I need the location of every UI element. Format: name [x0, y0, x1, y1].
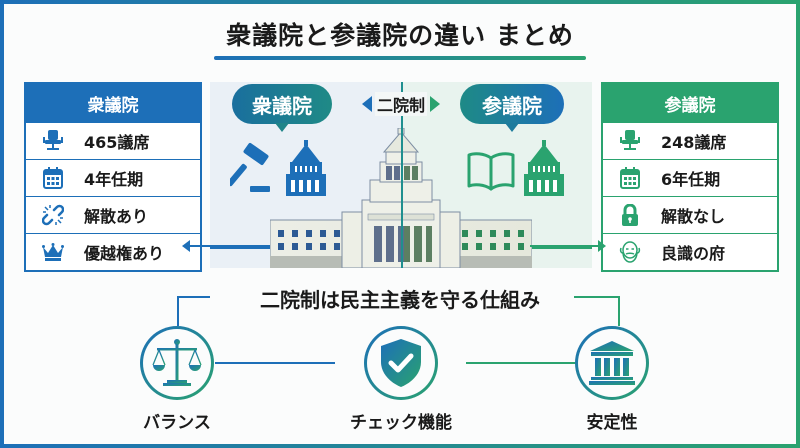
sangiin-wisdom-row: 良識の府 — [603, 233, 777, 270]
elder-face-icon — [619, 241, 641, 263]
arrow-to-sangiin-panel — [530, 240, 606, 252]
shugiin-term: 4年任期 — [84, 170, 144, 189]
shugiin-dissolution-row: 解散あり — [26, 196, 200, 233]
sangiin-panel-header: 参議院 — [603, 84, 777, 122]
check-function-label: チェック機能 — [350, 413, 452, 433]
connector-balance-check — [215, 362, 335, 364]
sangiin-wisdom: 良識の府 — [661, 244, 726, 263]
check-circle — [364, 326, 438, 400]
bicameral-subtitle: 二院制は民主主義を守る仕組み — [0, 284, 800, 313]
center-divider — [401, 82, 403, 268]
balance-label: バランス — [143, 413, 211, 433]
bracket-right — [574, 296, 620, 326]
stability-label: 安定性 — [586, 413, 638, 433]
shugiin-term-row: 4年任期 — [26, 159, 200, 196]
shugiin-panel: 衆議院 465議席 4年任期 解散あり 優越権あり — [24, 82, 202, 272]
sangiin-term: 6年任期 — [661, 170, 721, 189]
sangiin-dissolution: 解散なし — [661, 207, 726, 226]
scales-icon — [152, 339, 202, 386]
office-chair-icon — [42, 130, 64, 152]
shugiin-seats: 465議席 — [84, 133, 150, 152]
gavel-icon — [230, 142, 270, 192]
arrow-to-shugiin-panel — [182, 240, 270, 252]
sangiin-dissolution-row: 解散なし — [603, 196, 777, 233]
bracket-left — [177, 296, 210, 326]
sangiin-term-row: 6年任期 — [603, 159, 777, 196]
ground-line-right — [532, 247, 592, 249]
sangiin-panel: 参議院 248議席 6年任期 解散なし 良識の府 — [601, 82, 779, 272]
title-underline — [214, 56, 586, 60]
shugiin-dissolution: 解散あり — [84, 207, 149, 226]
bicameral-label: 二院制 — [348, 92, 454, 116]
arrow-right-icon — [430, 96, 440, 112]
balance-circle — [140, 326, 214, 400]
shield-check-icon — [381, 339, 421, 387]
office-chair-icon — [619, 130, 641, 152]
sangiin-seats-row: 248議席 — [603, 122, 777, 159]
page-title: 衆議院と参議院の違い まとめ — [226, 21, 574, 50]
open-book-icon — [467, 152, 515, 191]
diet-building-icon-green — [524, 140, 564, 196]
shugiin-bubble: 衆議院 — [232, 84, 332, 132]
stability-circle — [575, 326, 649, 400]
shugiin-seats-row: 465議席 — [26, 122, 200, 159]
sangiin-seats: 248議席 — [661, 133, 727, 152]
calendar-icon — [619, 167, 641, 189]
sangiin-bubble: 参議院 — [460, 84, 564, 132]
shugiin-supremacy: 優越権あり — [84, 244, 165, 263]
crown-icon — [42, 241, 64, 263]
broken-link-icon — [42, 204, 64, 226]
lock-icon — [619, 204, 641, 226]
institution-icon — [589, 341, 635, 385]
diet-building-icon — [286, 140, 326, 196]
shugiin-supremacy-row: 優越権あり — [26, 233, 200, 270]
bicameral-text: 二院制 — [374, 92, 427, 116]
subtitle-text: 二院制は民主主義を守る仕組み — [252, 288, 548, 312]
shugiin-panel-header: 衆議院 — [26, 84, 200, 122]
calendar-icon — [42, 167, 64, 189]
ground-line-left — [210, 247, 270, 249]
connector-check-stability — [466, 362, 580, 364]
arrow-left-icon — [361, 96, 372, 112]
